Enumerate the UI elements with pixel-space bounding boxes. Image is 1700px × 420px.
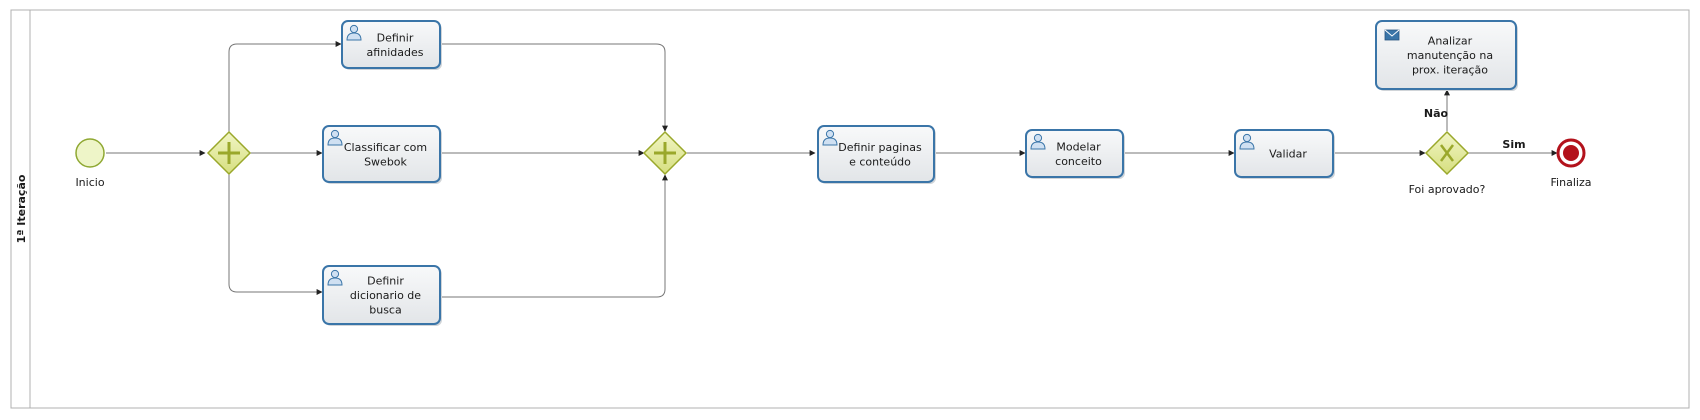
parallel-gateway-split[interactable] bbox=[206, 130, 252, 176]
parallel-gateway-join[interactable] bbox=[642, 130, 688, 176]
task-box bbox=[322, 265, 441, 325]
task-label-line: busca bbox=[369, 304, 401, 317]
end-event[interactable]: Finaliza bbox=[1551, 138, 1592, 189]
user-icon bbox=[346, 24, 362, 41]
task-label-line: e conteúdo bbox=[849, 155, 911, 168]
task-label-line: Definir bbox=[377, 31, 414, 44]
pool: 1ª Iteração bbox=[10, 9, 1690, 409]
task-box bbox=[817, 125, 935, 183]
user-icon bbox=[327, 129, 343, 146]
flow-dicionario-to-join[interactable] bbox=[441, 174, 668, 298]
user-icon bbox=[1239, 133, 1255, 150]
user-icon bbox=[327, 269, 343, 286]
decision-label: Foi aprovado? bbox=[1409, 183, 1486, 196]
start-event-label: Inicio bbox=[75, 176, 104, 189]
task-box bbox=[322, 125, 441, 183]
flow-split-to-afinidades[interactable] bbox=[228, 41, 342, 132]
task-definir-afinidades[interactable]: Definir afinidades bbox=[341, 20, 442, 70]
task-box bbox=[1234, 129, 1334, 178]
flow-label-nao: Não bbox=[1424, 107, 1449, 120]
task-box bbox=[1025, 129, 1124, 178]
task-label-line: Analizar bbox=[1428, 35, 1473, 48]
task-label-line: Classificar com bbox=[344, 141, 427, 154]
user-icon bbox=[822, 129, 838, 146]
task-label: Definir afinidades bbox=[367, 31, 424, 59]
lane-label: 1ª Iteração bbox=[15, 174, 28, 243]
flow-afinidades-to-join[interactable] bbox=[440, 43, 668, 132]
task-label: Modelar conceito bbox=[1055, 140, 1102, 168]
task-label-line: Swebok bbox=[364, 155, 407, 168]
exclusive-gateway-decision[interactable]: Foi aprovado? bbox=[1409, 130, 1486, 196]
task-modelar-conceito[interactable]: Modelar conceito bbox=[1025, 129, 1125, 179]
task-label-line: Modelar bbox=[1056, 140, 1101, 153]
plus-icon bbox=[218, 142, 240, 164]
x-icon bbox=[1440, 144, 1454, 162]
task-box bbox=[341, 20, 441, 69]
task-label-line: conceito bbox=[1055, 155, 1102, 168]
task-box bbox=[1375, 20, 1517, 90]
task-label-line: manutenção na bbox=[1407, 49, 1493, 62]
flow-label-sim: Sim bbox=[1502, 138, 1525, 151]
task-label-line: Validar bbox=[1269, 148, 1307, 161]
end-event-label: Finaliza bbox=[1551, 176, 1592, 189]
user-icon bbox=[1030, 133, 1046, 150]
task-label-line: Definir paginas bbox=[838, 141, 922, 154]
task-label-line: prox. iteração bbox=[1412, 64, 1488, 77]
sequence-flows bbox=[106, 41, 1558, 298]
task-validar[interactable]: Validar bbox=[1234, 129, 1335, 179]
envelope-icon bbox=[1384, 29, 1400, 41]
task-label-line: dicionario de bbox=[350, 289, 421, 302]
plus-icon bbox=[654, 142, 676, 164]
task-label-line: afinidades bbox=[367, 46, 424, 59]
task-label-line: Definir bbox=[367, 275, 404, 288]
start-event[interactable]: Inicio bbox=[75, 138, 105, 189]
task-label: Validar bbox=[1269, 148, 1307, 161]
flow-split-to-dicionario[interactable] bbox=[228, 174, 323, 295]
